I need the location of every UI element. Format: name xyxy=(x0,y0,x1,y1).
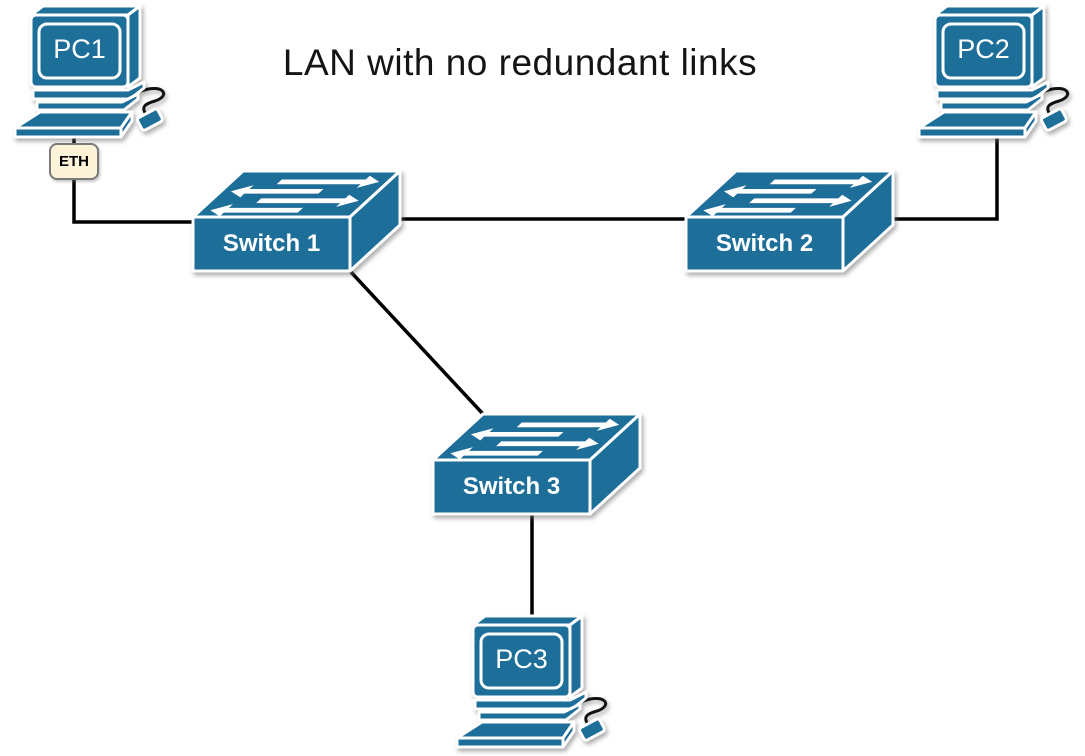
node-pc2-label: PC2 xyxy=(957,33,1010,64)
node-pc2: PC2 xyxy=(912,2,1072,142)
node-pc1: PC1 xyxy=(8,2,168,142)
node-switch3: Switch 3 xyxy=(425,408,645,520)
diagram-title: LAN with no redundant links xyxy=(282,42,758,83)
node-pc1-label: PC1 xyxy=(53,33,106,64)
link-switch1-switch3 xyxy=(348,269,485,416)
node-switch2-label: Switch 2 xyxy=(715,230,814,257)
node-switch1: Switch 1 xyxy=(185,165,405,277)
node-switch2: Switch 2 xyxy=(678,165,898,277)
node-pc3: PC3 xyxy=(450,612,610,752)
node-switch3-label: Switch 3 xyxy=(462,473,561,500)
node-switch1-label: Switch 1 xyxy=(222,230,321,257)
link-pc2-switch2 xyxy=(894,132,999,221)
node-pc3-label: PC3 xyxy=(495,643,548,674)
eth-badge: ETH xyxy=(49,143,99,180)
